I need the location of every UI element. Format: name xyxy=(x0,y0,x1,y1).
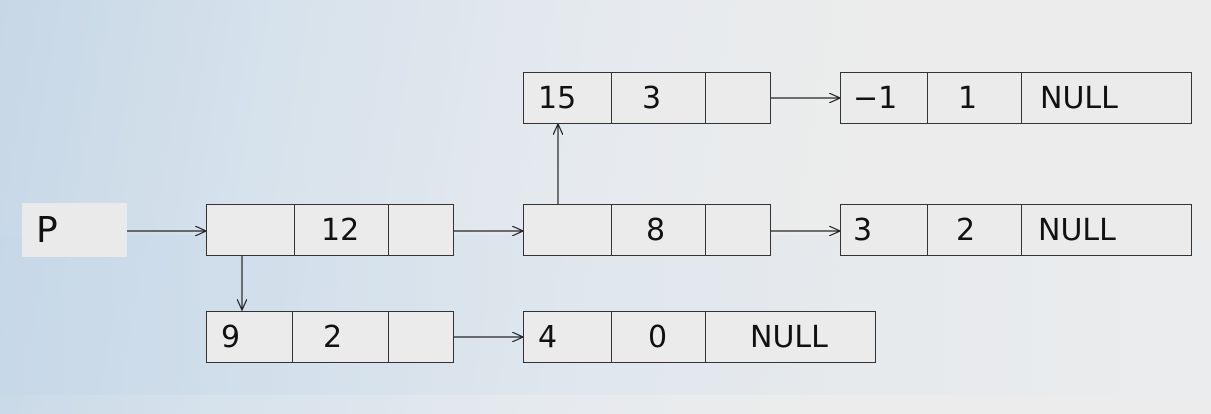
node-4-exp-cell: 0 xyxy=(611,311,706,363)
node-8-next-cell xyxy=(705,204,771,256)
node-minus1: −1 1 NULL xyxy=(840,72,1192,124)
node-8-link-cell xyxy=(523,204,612,256)
node-3: 3 2 NULL xyxy=(840,204,1192,256)
node-12-value-cell: 12 xyxy=(294,204,389,256)
pointer-p-label: P xyxy=(22,203,127,257)
node-minus1-coef-cell: −1 xyxy=(840,72,928,124)
node-4-coef-cell: 4 xyxy=(523,311,612,363)
node-15-coef-cell: 15 xyxy=(523,72,612,124)
node-9: 9 2 xyxy=(206,311,454,363)
node-8-value-cell: 8 xyxy=(611,204,706,256)
node-12-link-cell xyxy=(206,204,295,256)
node-minus1-null-cell: NULL xyxy=(1021,72,1192,124)
node-12-next-cell xyxy=(388,204,454,256)
node-12: 12 xyxy=(206,204,454,256)
node-3-coef-cell: 3 xyxy=(840,204,928,256)
node-15-exp-cell: 3 xyxy=(611,72,706,124)
node-9-exp-cell: 2 xyxy=(292,311,389,363)
node-9-coef-cell: 9 xyxy=(206,311,293,363)
node-4-null-cell: NULL xyxy=(705,311,876,363)
node-3-null-cell: NULL xyxy=(1021,204,1192,256)
node-15-next-cell xyxy=(705,72,771,124)
node-minus1-exp-cell: 1 xyxy=(927,72,1022,124)
node-3-exp-cell: 2 xyxy=(927,204,1022,256)
node-8: 8 xyxy=(523,204,771,256)
node-4: 4 0 NULL xyxy=(523,311,876,363)
node-15: 15 3 xyxy=(523,72,771,124)
node-9-next-cell xyxy=(388,311,454,363)
